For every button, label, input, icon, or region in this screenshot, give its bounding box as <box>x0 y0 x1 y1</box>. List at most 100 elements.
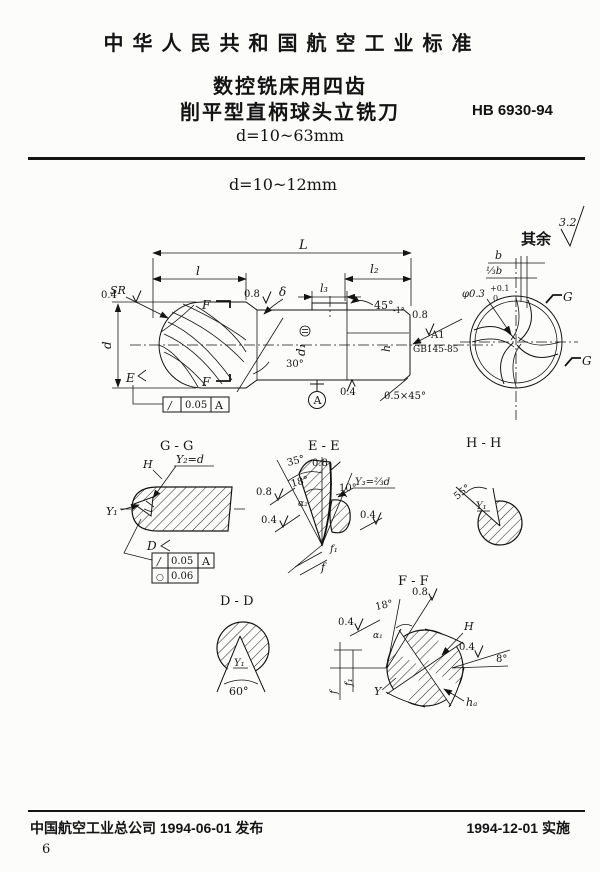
ff-label-alpha1: α₁ <box>373 631 383 641</box>
ee-flank-line <box>287 544 323 574</box>
tolerance-datum: A <box>214 399 224 412</box>
ee-35-line <box>276 459 323 546</box>
dim-label-one-third-b: ⅓b <box>486 266 502 277</box>
dim-label-d: d <box>100 341 114 349</box>
section-cut-F-bottom <box>216 374 231 382</box>
dim-label-l2: l₂ <box>370 262 379 276</box>
gg-marker-D: D <box>146 539 157 553</box>
ff-marker-H: H <box>463 620 474 633</box>
ff-roughness-04-right: 0.4 <box>459 642 475 653</box>
gg-D-arrow <box>160 539 171 552</box>
bottom-outline <box>202 374 411 389</box>
ee-land-lines <box>294 551 328 576</box>
product-title-line1: 数控铣床用四齿 <box>213 76 367 98</box>
ff-Y-leader <box>381 677 397 691</box>
ee-10-line <box>321 472 353 546</box>
gg-tol1-symbol: / <box>156 555 162 568</box>
chamfer-leader <box>379 377 409 402</box>
angle-45-tolerance: -1° <box>393 306 405 315</box>
roughness-check-icon <box>274 488 284 501</box>
gg-tol1-datum: A <box>201 555 211 568</box>
end-view-flutes <box>471 297 561 387</box>
ee-angle-35: 35° <box>286 454 306 469</box>
ee-roughness-08-left: 0.8 <box>256 487 272 498</box>
roughness-check-icon <box>560 205 585 248</box>
ff-8deg-lines <box>451 649 511 669</box>
dia-label: φ0.3 <box>462 289 485 300</box>
equal-circle-symbol <box>299 325 311 337</box>
header-rule <box>28 157 585 160</box>
tolerance-symbol: / <box>167 399 173 412</box>
rest-label: 其余 <box>521 230 552 248</box>
section-view-DD: D - D Y₁ 60° <box>216 594 270 698</box>
ee-35-arc <box>287 471 323 482</box>
gg-Y2-leader <box>153 465 214 498</box>
angle-30: 30° <box>286 359 304 370</box>
section-marker-F-top: F <box>201 298 211 312</box>
ff-label-Y: Y <box>374 685 383 698</box>
section-cut-G-top <box>545 294 562 304</box>
hh-notch-edges <box>455 486 501 527</box>
dim-label-d1: d₁ <box>294 344 308 357</box>
gg-frame-leader <box>123 518 153 561</box>
hh-label-Y1: Y₁ <box>476 501 487 512</box>
dd-label-Y1: Y₁ <box>234 658 245 669</box>
gg-label-Y1: Y₁ <box>106 505 118 518</box>
ff-roughness-08: 0.8 <box>412 587 428 598</box>
section-marker-G-top: G <box>563 290 573 304</box>
roughness-04-bottom: 0.4 <box>340 387 356 398</box>
helix-angle-line <box>236 317 284 393</box>
helical-flutes <box>158 303 247 388</box>
dim-label-SR: SR <box>110 284 126 297</box>
tolerance-value: 0.05 <box>185 400 207 411</box>
dim-label-L: L <box>298 238 308 253</box>
main-side-view: L l l₂ l₃ d SR <box>100 238 493 413</box>
section-cut-F-top <box>216 300 231 308</box>
dim-label-b: b <box>495 249 502 262</box>
gg-tol2-symbol: ○ <box>156 573 164 583</box>
end-view: b ⅓b φ0.3 +0.1 0 G G <box>460 249 592 420</box>
ee-04r-attach <box>359 517 383 531</box>
ee-10-arc <box>335 493 348 498</box>
chamfer-label: 0.5×45° <box>384 391 426 402</box>
ff-roughness-04-left: 0.4 <box>338 617 354 628</box>
sr-leader <box>125 296 169 319</box>
ee-Y3-leader <box>338 487 395 497</box>
ff-04l-attach <box>349 619 381 637</box>
dim-l: l <box>152 264 247 300</box>
gg-Y1-leader <box>120 504 140 511</box>
section-view-FF: F - F 18° 0.8 0.4 α₁ H 8° 0.4 Y hₐ <box>329 574 511 709</box>
footer-rule <box>28 810 585 812</box>
ee-roughness-08-top: 0.8 <box>312 458 328 469</box>
ee-18-arc <box>304 488 323 494</box>
issue-statement: 中国航空工业总公司 1994-06-01 发布 <box>30 820 264 836</box>
section-title-HH: H - H <box>466 436 501 451</box>
dd-notch-edges <box>216 635 266 693</box>
ff-ha-leader <box>443 688 465 702</box>
ff-flute-cutouts <box>385 628 465 708</box>
ff-angle-18: 18° <box>374 598 394 612</box>
shank-steps <box>256 310 348 380</box>
ee-08-attach <box>269 487 296 506</box>
angle-45: 45° <box>374 299 394 312</box>
ff-18-arc <box>395 624 413 629</box>
ee-label-f: f <box>320 561 327 574</box>
gg-marker-H: H <box>142 458 153 471</box>
roughness-08-right: 0.8 <box>412 310 428 321</box>
roughness-check-icon <box>279 515 289 528</box>
section-marker-E: E <box>125 371 135 385</box>
roughness-08-mid: 0.8 <box>244 289 260 300</box>
dim-label-l: l <box>196 264 200 278</box>
roughness-value: 3.2 <box>559 216 577 229</box>
dd-60-arc <box>223 679 259 685</box>
ff-angle-8: 8° <box>496 654 507 665</box>
delta-leader <box>263 298 284 315</box>
dim-label-h: h <box>380 345 393 352</box>
dd-notch <box>219 636 265 692</box>
roughness-check-icon <box>354 618 364 631</box>
dim-l3: l₃ <box>298 282 361 303</box>
datum-letter: A <box>313 394 323 407</box>
angle-45-leader <box>350 295 374 306</box>
dim-label-delta: δ <box>279 285 286 299</box>
